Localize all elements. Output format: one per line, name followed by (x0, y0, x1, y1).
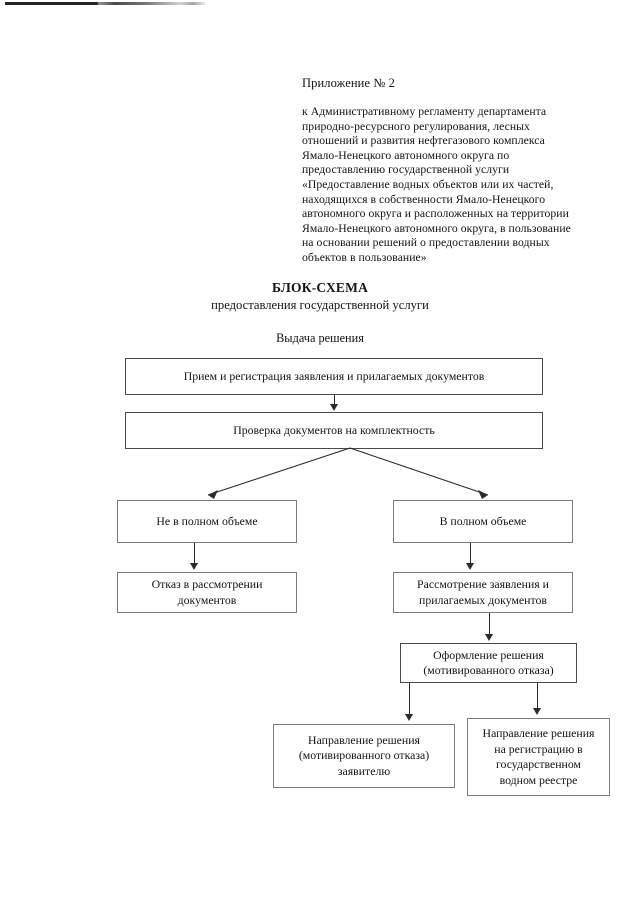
flow-node-send-applicant-label: Направление решения (мотивированного отк… (299, 733, 429, 780)
arrowhead-complete-to-review (466, 563, 474, 570)
flow-node-send-registry: Направление решения на регистрацию в гос… (467, 718, 610, 796)
scan-artifact-bar (5, 2, 205, 5)
flow-node-send-registry-line: государственном (495, 757, 581, 771)
connector-decision-to-registry (537, 683, 538, 711)
flow-node-completeness-label: Проверка документов на комплектность (233, 422, 435, 437)
flow-node-review: Рассмотрение заявления и прилагаемых док… (393, 572, 573, 613)
flow-node-incomplete-label: Не в полном объеме (156, 513, 258, 528)
arrowhead-decision-to-applicant (405, 714, 413, 721)
connector-review-to-decision (489, 613, 490, 636)
flow-node-review-label: Рассмотрение заявления и прилагаемых док… (417, 577, 549, 608)
reference-line: Ямало-Ненецкого автономного округа по (302, 148, 510, 162)
reference-line: объектов в пользование» (302, 250, 427, 264)
flow-node-review-line: Рассмотрение заявления и (417, 577, 549, 591)
flow-node-refusal: Отказ в рассмотрении документов (117, 572, 297, 613)
reference-line: природно-ресурсного регулирования, лесны… (302, 119, 530, 133)
flow-node-decision-line: (мотивированного отказа) (423, 663, 554, 677)
flow-node-send-applicant: Направление решения (мотивированного отк… (273, 724, 455, 788)
flow-node-complete: В полном объеме (393, 500, 573, 543)
flow-node-refusal-label: Отказ в рассмотрении документов (152, 577, 263, 608)
flow-node-refusal-line: документов (177, 592, 237, 607)
reference-line: предоставлению государственной услуги (302, 163, 510, 177)
reference-line: Ямало-Ненецкого автономного округа, в по… (302, 221, 571, 235)
flow-node-send-registry-line: водном реестре (499, 772, 578, 787)
flow-node-intake: Прием и регистрация заявления и прилагае… (125, 358, 543, 395)
appendix-reference-text: к Административному регламенту департаме… (302, 105, 592, 266)
reference-line: находящихся в собственности Ямало-Ненецк… (302, 192, 546, 206)
flow-node-send-registry-line: на регистрацию в (494, 741, 583, 756)
reference-line: на основании решений о предоставлении во… (302, 236, 550, 250)
connector-decision-to-applicant (409, 683, 410, 717)
document-subtitle: предоставления государственной услуги (211, 298, 429, 312)
arrowhead-review-to-decision (485, 634, 493, 641)
flow-node-intake-label: Прием и регистрация заявления и прилагае… (183, 368, 485, 383)
appendix-header: Приложение № 2 к Административному регла… (302, 76, 592, 266)
flow-node-decision-label: Оформление решения (мотивированного отка… (423, 648, 553, 679)
arrowhead-incomplete-to-refusal (190, 563, 198, 570)
reference-line: автономного округа и расположенных на те… (302, 207, 569, 221)
flow-node-complete-label: В полном объеме (439, 513, 527, 528)
reference-line: «Предоставление водных объектов или их ч… (302, 177, 554, 191)
flow-node-send-registry-line: Направление решения (482, 726, 595, 740)
flow-node-completeness: Проверка документов на комплектность (125, 412, 543, 449)
arrowhead-intake-to-completeness (330, 404, 338, 411)
reference-line: отношений и развития нефтегазового компл… (302, 134, 545, 148)
stage-label: Выдача решения (276, 331, 364, 345)
connector-incomplete-to-refusal (194, 543, 195, 565)
document-title: БЛОК-СХЕМА (271, 280, 369, 295)
flow-node-send-registry-label: Направление решения на регистрацию в гос… (483, 726, 595, 788)
arrowhead-decision-to-registry (533, 708, 541, 715)
flow-node-decision: Оформление решения (мотивированного отка… (400, 643, 577, 683)
flow-node-incomplete: Не в полном объеме (117, 500, 297, 543)
flow-node-send-applicant-line: (мотивированного отказа) (298, 748, 430, 763)
reference-line: к Административному регламенту департаме… (302, 105, 547, 118)
flow-node-decision-line: Оформление решения (433, 647, 544, 662)
connector-intake-to-completeness (334, 395, 335, 406)
flow-node-send-applicant-line: заявителю (337, 763, 391, 778)
flow-node-send-applicant-line: Направление решения (308, 732, 420, 747)
flow-node-review-line: прилагаемых документов (419, 592, 547, 607)
flow-node-refusal-line: Отказ в рассмотрении (151, 577, 263, 591)
connector-complete-to-review (470, 543, 471, 565)
branch-connectors (207, 447, 489, 499)
appendix-label: Приложение № 2 (302, 76, 395, 90)
